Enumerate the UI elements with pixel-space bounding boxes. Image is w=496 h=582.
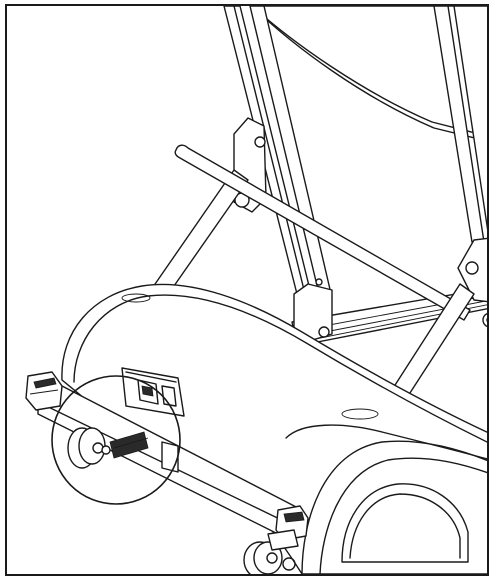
treadmill-line-drawing (25, 6, 487, 574)
crossbar-rod (174, 144, 471, 321)
folded-deck (251, 6, 487, 142)
center-bracket (293, 278, 333, 343)
transport-wheel-right (243, 529, 299, 574)
left-end-cap (25, 371, 63, 411)
illustration-frame (5, 4, 489, 576)
wheel-detail-circle (51, 375, 181, 505)
motor-hood (61, 283, 487, 574)
